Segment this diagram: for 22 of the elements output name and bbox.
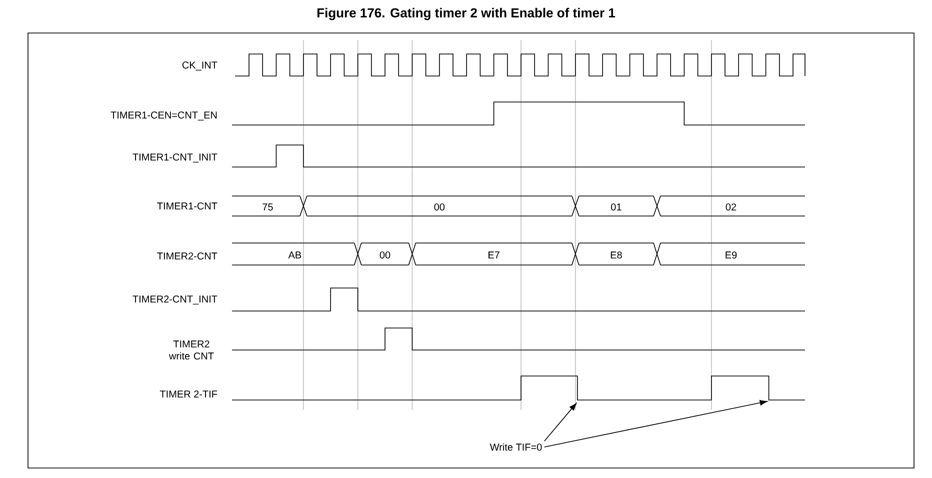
signal-name: TIMER1-CNT: [157, 202, 218, 210]
signal-name: TIMER2-CNT: [157, 252, 218, 260]
bus-value: 02: [726, 203, 736, 211]
annotation-text: Write TIF=0: [490, 443, 542, 451]
signal-name: CK_INT: [182, 62, 218, 70]
bus-value: AB: [288, 252, 302, 258]
signal-name: TIMER2 write CNT: [168, 340, 214, 360]
figure-title: Figure 176. Gating timer 2 with Enable of timer 1: [317, 8, 616, 20]
leader-arrow: [544, 400, 768, 448]
signal-name: TIMER1-CEN=CNT_EN: [110, 112, 217, 120]
bus-value: 75: [262, 204, 273, 210]
leader-arrow: [544, 403, 577, 442]
bus-value: E7: [488, 252, 500, 258]
bus-value: 01: [611, 203, 622, 211]
signal-name: TIMER 2-TIF: [160, 390, 218, 398]
bus-value: 00: [434, 203, 445, 211]
bus-value: 00: [380, 251, 390, 259]
signal-name: TIMER2-CNT_INIT: [132, 296, 218, 304]
signal-name: TIMER1-CNT_INIT: [132, 154, 218, 162]
bus-value: E8: [610, 251, 622, 259]
bus-value: E9: [726, 251, 737, 259]
signal-waveform: [232, 376, 806, 400]
